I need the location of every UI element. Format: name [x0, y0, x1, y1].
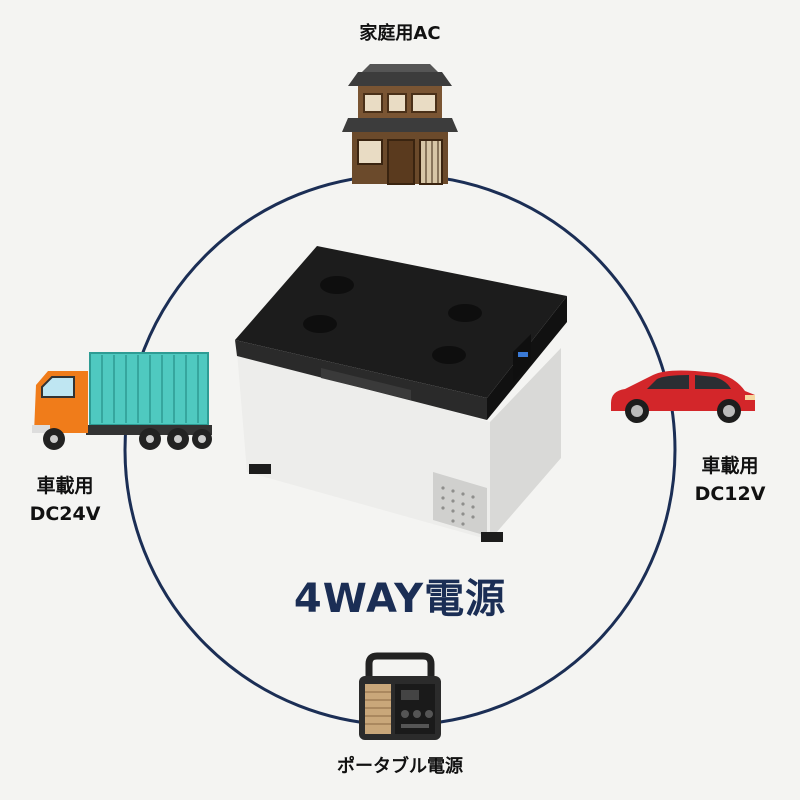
label-home-ac: 家庭用AC: [359, 23, 441, 44]
label-portable-power: ポータブル電源: [337, 756, 463, 777]
label-truck-line2: DC24V: [29, 503, 101, 525]
portable-fridge-icon: [235, 246, 567, 542]
container-truck-icon: [32, 352, 212, 450]
headline-4way: 4WAY電源: [293, 576, 507, 622]
label-car: 車載用 DC12V: [670, 452, 790, 508]
label-truck-line1: 車載用: [36, 475, 94, 497]
label-car-line2: DC12V: [694, 483, 766, 505]
red-suv-icon: [611, 370, 755, 423]
japanese-house-icon: [342, 64, 458, 185]
portable-power-station-icon: [359, 652, 441, 740]
label-truck: 車載用 DC24V: [10, 472, 120, 528]
label-car-line1: 車載用: [701, 455, 759, 477]
